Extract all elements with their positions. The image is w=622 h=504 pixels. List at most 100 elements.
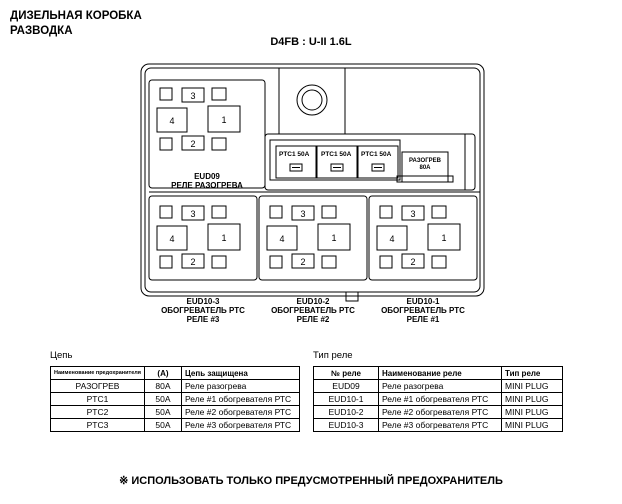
header-cell: Наименование реле — [378, 366, 502, 380]
table-cell: EUD09 — [313, 379, 379, 393]
table-cell: Реле #3 обогревателя РТС — [180, 418, 301, 432]
aux-slot — [159, 137, 173, 151]
fuse-label-3: PTC1 50A — [361, 151, 392, 158]
aux-slot — [269, 205, 283, 219]
pin-4 — [156, 107, 188, 133]
fuse-element — [330, 163, 344, 172]
table-cell: EUD10-1 — [313, 392, 379, 406]
main-fuse-rating: 80A — [419, 165, 431, 171]
eud10-2-name: ОБОГРЕВАТЕЛЬ РТС — [271, 306, 355, 315]
table-cell: 50A — [143, 392, 182, 406]
eud10-3-name: ОБОГРЕВАТЕЛЬ РТС — [161, 306, 245, 315]
aux-slot — [379, 205, 393, 219]
eud10-3-region — [148, 195, 258, 281]
header-cell: Тип реле — [501, 366, 563, 380]
fuse-element — [289, 163, 303, 172]
pin-1 — [207, 223, 241, 251]
title-line-1: ДИЗЕЛЬНАЯ КОРОБКА — [10, 10, 142, 22]
fuse-block-inner — [269, 139, 401, 181]
pin-number: 2 — [190, 257, 195, 267]
table-cell: PTC2 — [50, 405, 145, 419]
table-cell: MINI PLUG — [501, 379, 563, 393]
pin-number: 4 — [279, 234, 284, 244]
header-cell: Наименование предохранителя — [50, 366, 145, 380]
aux-slot — [159, 87, 173, 101]
pin-number: 2 — [190, 139, 195, 149]
circuit-table-title: Цепь — [50, 350, 73, 361]
pin-4 — [266, 225, 298, 251]
pin-1 — [427, 223, 461, 251]
aux-slot — [211, 205, 227, 219]
table-cell: Реле #1 обогревателя РТС — [378, 392, 502, 406]
pin-2 — [181, 135, 205, 151]
main-fuse-base — [396, 175, 454, 183]
relay-table-title: Тип реле — [313, 350, 353, 361]
pin-4 — [156, 225, 188, 251]
aux-slot — [211, 255, 227, 269]
fuse-3 — [357, 145, 399, 179]
main-fuse-name: РАЗОГРЕВ — [409, 158, 441, 164]
header-cell: № реле — [313, 366, 379, 380]
table-cell: MINI PLUG — [501, 418, 563, 432]
eud09-id: EUD09 — [194, 172, 220, 181]
eud10-2-region — [258, 195, 368, 281]
main-fuse — [396, 151, 454, 183]
pin-2 — [401, 253, 425, 269]
header-cell: Цепь защищена — [180, 366, 301, 380]
title-line-2: РАЗВОДКА — [10, 25, 73, 37]
pin-3 — [401, 205, 425, 221]
main-fuse-label: РАЗОГРЕВ 80A — [405, 158, 445, 172]
fuse-slot — [357, 145, 399, 179]
aux-slot — [269, 255, 283, 269]
aux-slot — [211, 87, 227, 101]
pin-2 — [291, 253, 315, 269]
header-cell: (A) — [143, 366, 182, 380]
pin-3 — [181, 205, 205, 221]
pin-number: 3 — [190, 91, 195, 101]
connector-ring-inner — [301, 89, 323, 111]
table-cell: Реле #1 обогревателя РТС — [180, 392, 301, 406]
table-cell: Реле #3 обогревателя РТС — [378, 418, 502, 432]
fuse-label-2: PTC1 50A — [321, 151, 352, 158]
aux-slot — [211, 137, 227, 151]
circuit-table: Наименование предохранителя (A) Цепь защ… — [50, 366, 301, 432]
aux-slot — [379, 255, 393, 269]
table-header-row: Наименование предохранителя (A) Цепь защ… — [50, 366, 301, 380]
table-cell: Реле разогрева — [378, 379, 502, 393]
table-cell: Реле разогрева — [180, 379, 301, 393]
fuse-slot — [316, 145, 358, 179]
pin-number: 3 — [300, 209, 305, 219]
connector-frame — [278, 67, 346, 135]
pin-number: 1 — [441, 233, 446, 243]
pin-number: 1 — [221, 115, 226, 125]
fuse-label-1: PTC1 50A — [279, 151, 310, 158]
fuse-warning-note: ※ ИСПОЛЬЗОВАТЬ ТОЛЬКО ПРЕДУСМОТРЕННЫЙ ПР… — [119, 475, 503, 487]
table-cell: 50A — [143, 405, 182, 419]
fuse-2 — [316, 145, 358, 179]
pin-number: 3 — [190, 209, 195, 219]
eud10-1-relay: РЕЛЕ #1 — [406, 315, 440, 324]
aux-slot — [159, 255, 173, 269]
eud10-1-name: ОБОГРЕВАТЕЛЬ РТС — [381, 306, 465, 315]
connector-ring — [296, 84, 328, 116]
aux-slot — [321, 205, 337, 219]
pin-2 — [181, 253, 205, 269]
fuse-element — [371, 163, 385, 172]
pin-number: 3 — [410, 209, 415, 219]
eud10-1-id: EUD10-1 — [406, 297, 440, 306]
eud10-3-label: EUD10-3 ОБОГРЕВАТЕЛЬ РТС РЕЛЕ #3 — [140, 297, 266, 324]
housing-outer — [140, 63, 485, 297]
fuse-1 — [275, 145, 317, 179]
pin-number: 4 — [389, 234, 394, 244]
